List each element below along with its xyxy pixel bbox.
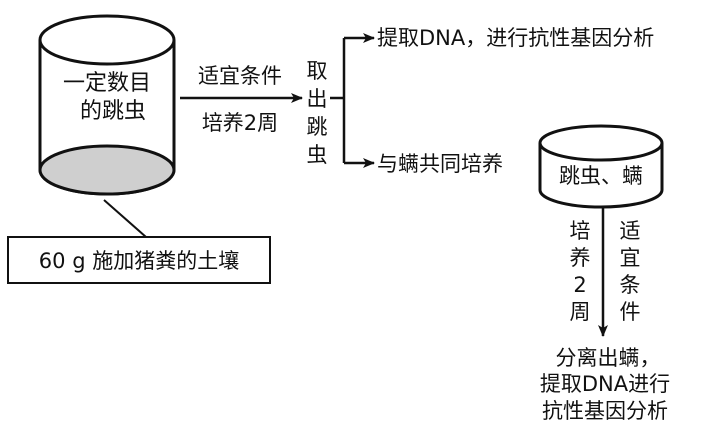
main-arrow: 适宜条件 培养2周: [180, 64, 303, 135]
soil-pointer-line: [103, 199, 147, 238]
take-out-label: 取 出 跳 虫: [307, 59, 328, 167]
take-out-char-3: 跳: [307, 115, 328, 139]
final-line-2: 提取DNA进行: [540, 372, 670, 396]
small-container-label: 跳虫、螨: [559, 164, 643, 188]
large-container: 一定数目 的跳虫: [38, 14, 176, 196]
down-arrow-left-label: 培 养 2 周: [570, 219, 591, 324]
down-arrow-right-label: 适 宜 条 件: [620, 219, 641, 324]
soil-label-text: 60 g 施加猪粪的土壤: [39, 249, 239, 273]
take-out-char-4: 虫: [307, 143, 328, 167]
down-right-char-2: 宜: [620, 246, 641, 270]
container-text-line2: 的跳虫: [80, 99, 146, 124]
final-line-3: 抗性基因分析: [542, 399, 668, 423]
soil-surface: [38, 144, 176, 196]
down-left-char-4: 周: [570, 300, 591, 324]
branch-top-text: 提取DNA，进行抗性基因分析: [377, 26, 654, 50]
take-out-char-1: 取: [307, 59, 328, 83]
down-right-char-1: 适: [620, 219, 641, 243]
main-arrow-bottom-label: 培养2周: [202, 111, 278, 135]
down-right-char-3: 条: [620, 273, 641, 297]
small-container-top-rim: [538, 124, 664, 162]
branch-connector: [330, 33, 375, 168]
main-arrow-top-label: 适宜条件: [198, 64, 282, 88]
final-line-1: 分离出螨，: [556, 346, 661, 370]
down-left-char-3: 2: [573, 273, 586, 297]
soil-label-frame: [7, 236, 271, 284]
container-text-line1: 一定数目: [63, 71, 151, 96]
large-container-top-rim: [38, 14, 176, 66]
branch-bottom-text: 与螨共同培养: [377, 152, 503, 176]
small-container: 跳虫、螨: [538, 124, 664, 209]
down-left-char-1: 培: [570, 219, 591, 243]
take-out-char-2: 出: [307, 87, 328, 111]
down-right-char-4: 件: [620, 300, 641, 324]
down-left-char-2: 养: [570, 246, 591, 270]
final-step: 分离出螨， 提取DNA进行 抗性基因分析: [540, 346, 670, 423]
soil-label-box: 60 g 施加猪粪的土壤: [7, 236, 271, 284]
